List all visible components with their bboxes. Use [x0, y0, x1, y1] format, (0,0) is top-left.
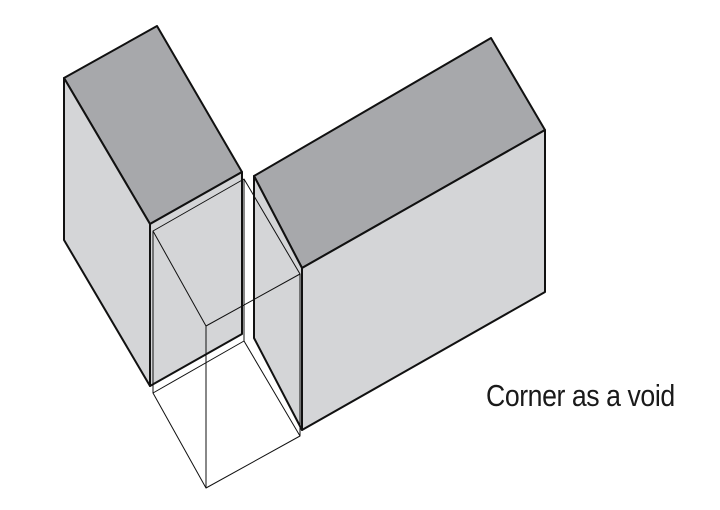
right-block [253, 37, 546, 431]
left-block [63, 25, 243, 387]
diagram-caption: Corner as a void [486, 378, 675, 413]
corner-void-outline [152, 178, 301, 489]
void-bottom-outline [152, 340, 301, 489]
left-block-front-face [149, 171, 243, 387]
right-block-front-face [301, 129, 546, 431]
